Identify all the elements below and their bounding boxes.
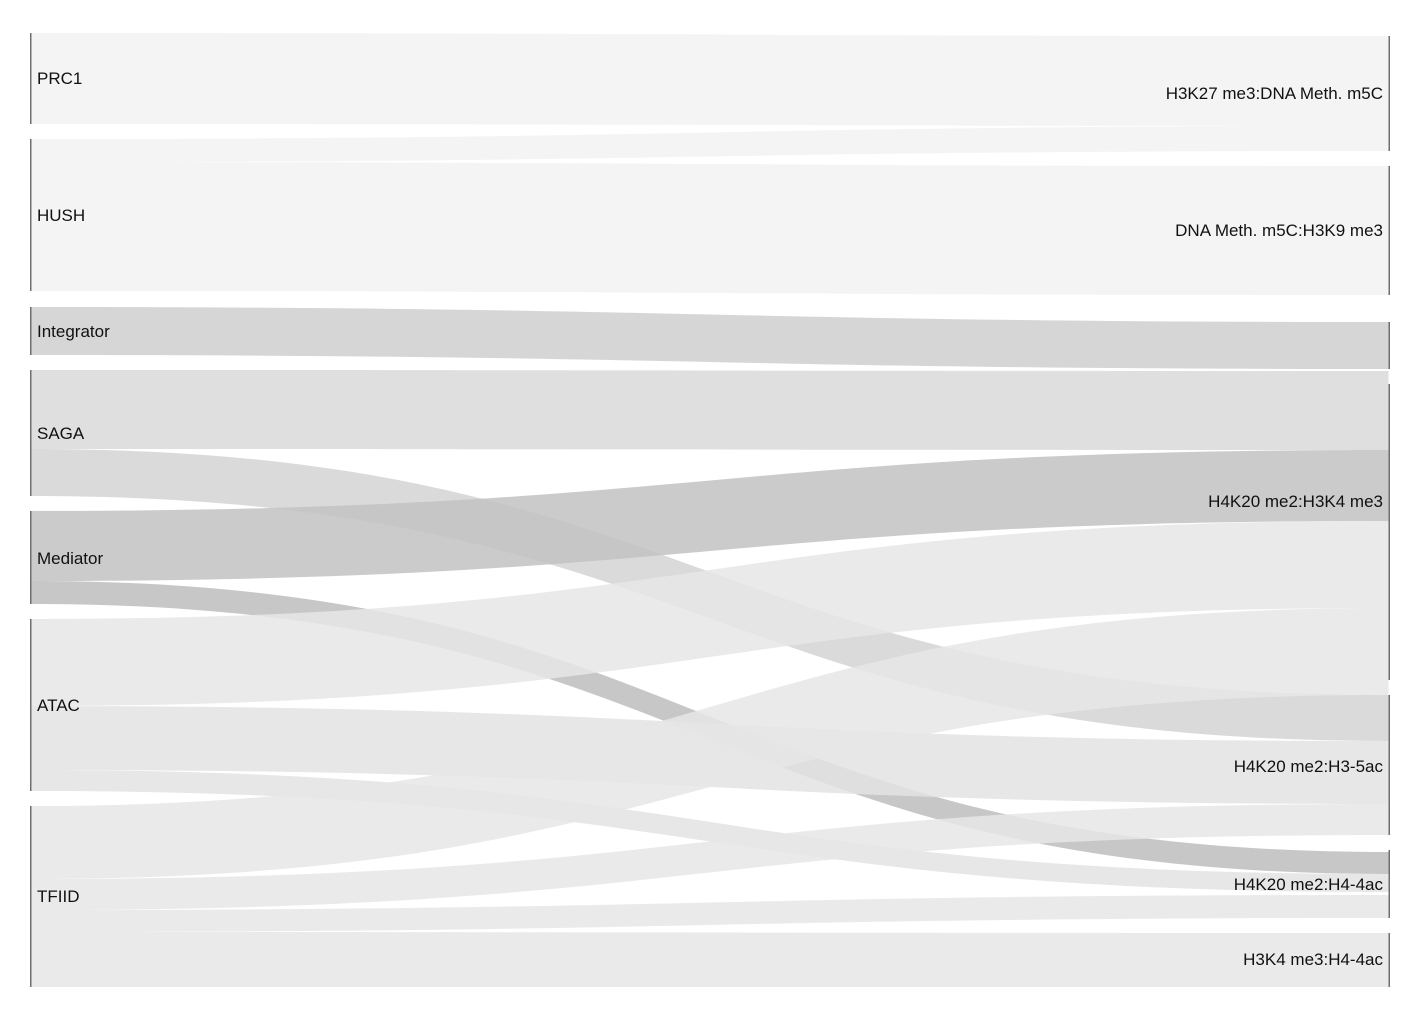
link-integrator-to-unlabeled_a (31, 307, 1389, 369)
nodes-layer (30, 33, 1390, 987)
node-bar-atac (30, 619, 32, 791)
link-tfiid-to-h4k20_h3 (31, 804, 1389, 910)
node-label-h4k20-h3k4: H4K20 me2:H3K4 me3 (1208, 492, 1383, 511)
node-label-h3k4-h4: H3K4 me3:H4-4ac (1243, 950, 1383, 969)
node-bar-h4k20-h3k4 (1388, 384, 1390, 680)
node-bar-tfiid (30, 806, 32, 987)
node-label-integrator: Integrator (37, 322, 110, 341)
link-atac-to-h4k20_h3k4 (31, 521, 1389, 706)
node-label-mediator: Mediator (37, 549, 103, 568)
node-label-h3k27-dna: H3K27 me3:DNA Meth. m5C (1166, 84, 1383, 103)
node-bar-h3k27-dna (1388, 36, 1390, 151)
node-label-prc1: PRC1 (37, 69, 82, 88)
node-bar-mediator (30, 511, 32, 604)
node-bar-dna-h3k9 (1388, 166, 1390, 295)
link-prc1-to-h3k27_dna (31, 33, 1389, 126)
node-label-hush: HUSH (37, 206, 85, 225)
node-label-dna-h3k9: DNA Meth. m5C:H3K9 me3 (1175, 221, 1383, 240)
node-label-h4k20-h3: H4K20 me2:H3-5ac (1234, 757, 1384, 776)
link-tfiid-to-h4k20_h3k4 (31, 608, 1389, 879)
node-label-atac: ATAC (37, 696, 80, 715)
node-bar-hush (30, 139, 32, 291)
node-label-tfiid: TFIID (37, 887, 80, 906)
node-label-saga: SAGA (37, 424, 85, 443)
labels-layer: PRC1 HUSH Integrator SAGA Mediator ATAC … (37, 69, 1383, 969)
node-bar-unlabeled (1388, 322, 1390, 369)
link-hush-to-dna_h3k9 (31, 162, 1389, 295)
link-hush-to-h3k27_dna (31, 126, 1389, 162)
node-bar-h4k20-h3 (1388, 695, 1390, 835)
node-bar-prc1 (30, 33, 32, 124)
link-saga-to-h4k20_h3k4 (31, 370, 1389, 450)
node-label-h4k20-h4: H4K20 me2:H4-4ac (1234, 875, 1384, 894)
links-layer (31, 33, 1389, 987)
node-bar-h3k4-h4 (1388, 933, 1390, 987)
link-mediator-to-h4k20_h3k4 (31, 450, 1389, 581)
node-bar-h4k20-h4 (1388, 850, 1390, 918)
node-bar-saga (30, 370, 32, 496)
link-tfiid-to-h4k20_h4 (31, 895, 1389, 932)
link-tfiid-to-h3k4_h4 (31, 932, 1389, 987)
node-bar-integrator (30, 307, 32, 355)
